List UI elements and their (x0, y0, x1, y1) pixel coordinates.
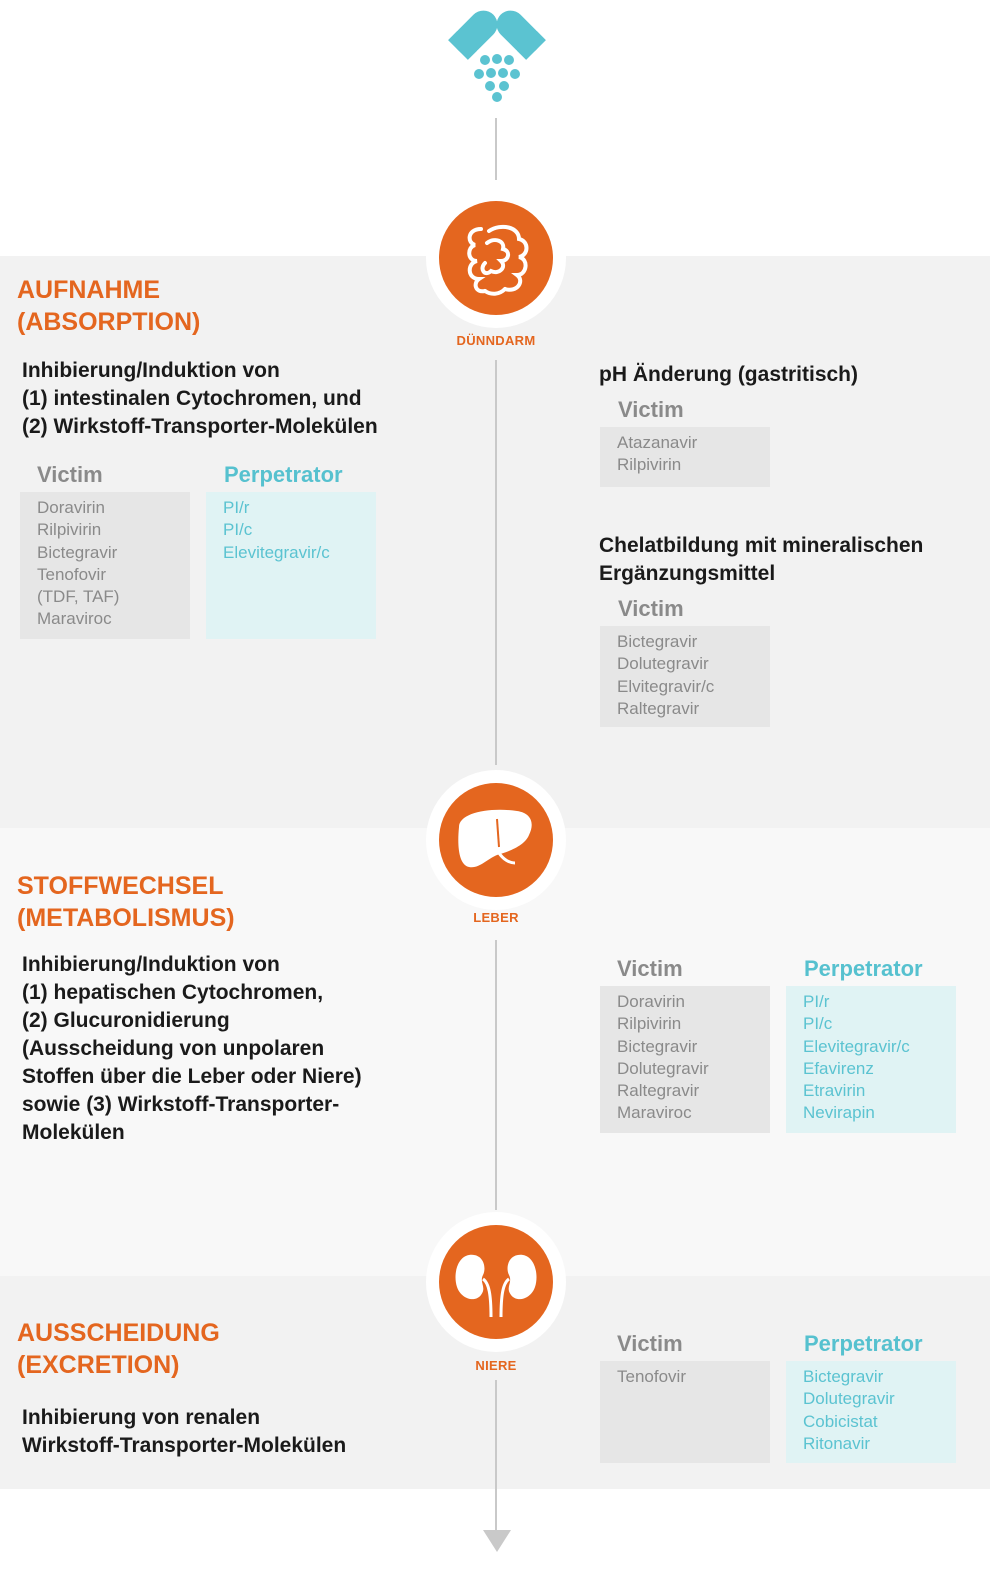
flow-line (495, 360, 497, 765)
list-item: Elevitegravir/c (803, 1036, 910, 1056)
excretion-description: Inhibierung von renalen Wirkstoff-Transp… (22, 1406, 347, 1457)
victim-heading: Victim (37, 462, 103, 487)
small-intestine-node (426, 188, 566, 328)
list-item: Doravirin (617, 992, 686, 1011)
absorption-description: Inhibierung/Induktion von (1) intestinal… (22, 359, 378, 438)
list-item: Rilpivirin (617, 1014, 682, 1034)
victim-heading: Victim (617, 956, 683, 981)
organ-label-niere: NIERE (475, 1358, 517, 1373)
perpetrator-heading: Perpetrator (224, 462, 343, 487)
perpetrator-heading: Perpetrator (804, 1331, 923, 1356)
absorption-perpetrator-list: PI/r PI/c Elevitegravir/c (206, 492, 376, 639)
organ-label-leber: LEBER (473, 910, 519, 925)
list-item: (TDF, TAF) (37, 587, 120, 607)
list-item: Dolutegravir (803, 1389, 895, 1409)
pill-capsule-icon (448, 10, 546, 102)
list-item: Bictegravir (803, 1367, 884, 1386)
list-item: Ritonavir (803, 1433, 871, 1453)
list-item: PI/r (223, 498, 250, 517)
list-item: Elevitegravir/c (223, 542, 330, 562)
metabolism-victim-list: Doravirin Rilpivirin Bictegravir Doluteg… (600, 986, 770, 1133)
list-item: Raltegravir (617, 1081, 700, 1101)
metabolism-title: STOFFWECHSEL (METABOLISMUS) (17, 872, 235, 932)
list-item: Raltegravir (617, 698, 700, 718)
list-item: Efavirenz (803, 1058, 874, 1078)
chelation-title: Chelatbildung mit mineralischen Ergänzun… (599, 534, 924, 585)
victim-heading: Victim (618, 596, 684, 621)
excretion-victim-list: Tenofovir (600, 1361, 770, 1463)
list-item: Bictegravir (37, 542, 118, 562)
kidneys-node (426, 1212, 566, 1352)
list-item: Doravirin (37, 498, 106, 517)
list-item: Etravirin (803, 1081, 866, 1101)
excretion-title: AUSSCHEIDUNG (EXCRETION) (17, 1319, 220, 1379)
list-item: Bictegravir (617, 1036, 698, 1056)
list-item: Atazanavir (617, 433, 698, 452)
list-item: Elvitegravir/c (617, 676, 715, 696)
list-item: Dolutegravir (617, 654, 709, 674)
flow-line (495, 940, 497, 1210)
flow-arrow-head (483, 1530, 511, 1552)
absorption-victim-list: Doravirin Rilpivirin Bictegravir Tenofov… (20, 492, 190, 639)
list-item: Tenofovir (617, 1367, 686, 1386)
chelation-victim-list: Bictegravir Dolutegravir Elvitegravir/c … (600, 626, 770, 727)
liver-icon (458, 809, 532, 868)
ph-victim-list: Atazanavir Rilpivirin (600, 427, 770, 487)
list-item: Rilpivirin (617, 455, 682, 475)
metabolism-description: Inhibierung/Induktion von (1) hepatische… (22, 953, 362, 1144)
list-item: Cobicistat (803, 1411, 878, 1431)
perpetrator-heading: Perpetrator (804, 956, 923, 981)
list-item: Tenofovir (37, 564, 106, 584)
list-item: Maraviroc (37, 609, 112, 629)
absorption-title: AUFNAHME (ABSORPTION) (17, 276, 201, 336)
metabolism-perpetrator-list: PI/r PI/c Elevitegravir/c Efavirenz Etra… (786, 986, 956, 1133)
excretion-perpetrator-list: Bictegravir Dolutegravir Cobicistat Rito… (786, 1361, 956, 1463)
kidneys-icon (455, 1254, 537, 1318)
list-item: Maraviroc (617, 1103, 692, 1123)
organ-label-duenndarm: DÜNNDARM (456, 333, 536, 348)
list-item: PI/r (803, 992, 830, 1011)
list-item: PI/c (803, 1014, 833, 1034)
list-item: Rilpivirin (37, 520, 102, 540)
list-item: PI/c (223, 520, 253, 540)
list-item: Dolutegravir (617, 1058, 709, 1078)
flow-line (495, 118, 497, 180)
flow-line (495, 1380, 497, 1530)
ph-change-title: pH Änderung (gastritisch) (599, 363, 859, 386)
list-item: Bictegravir (617, 632, 698, 651)
victim-heading: Victim (617, 1331, 683, 1356)
list-item: Nevirapin (803, 1103, 875, 1123)
small-intestine-icon (467, 224, 529, 296)
victim-heading: Victim (618, 397, 684, 422)
liver-node (426, 770, 566, 910)
